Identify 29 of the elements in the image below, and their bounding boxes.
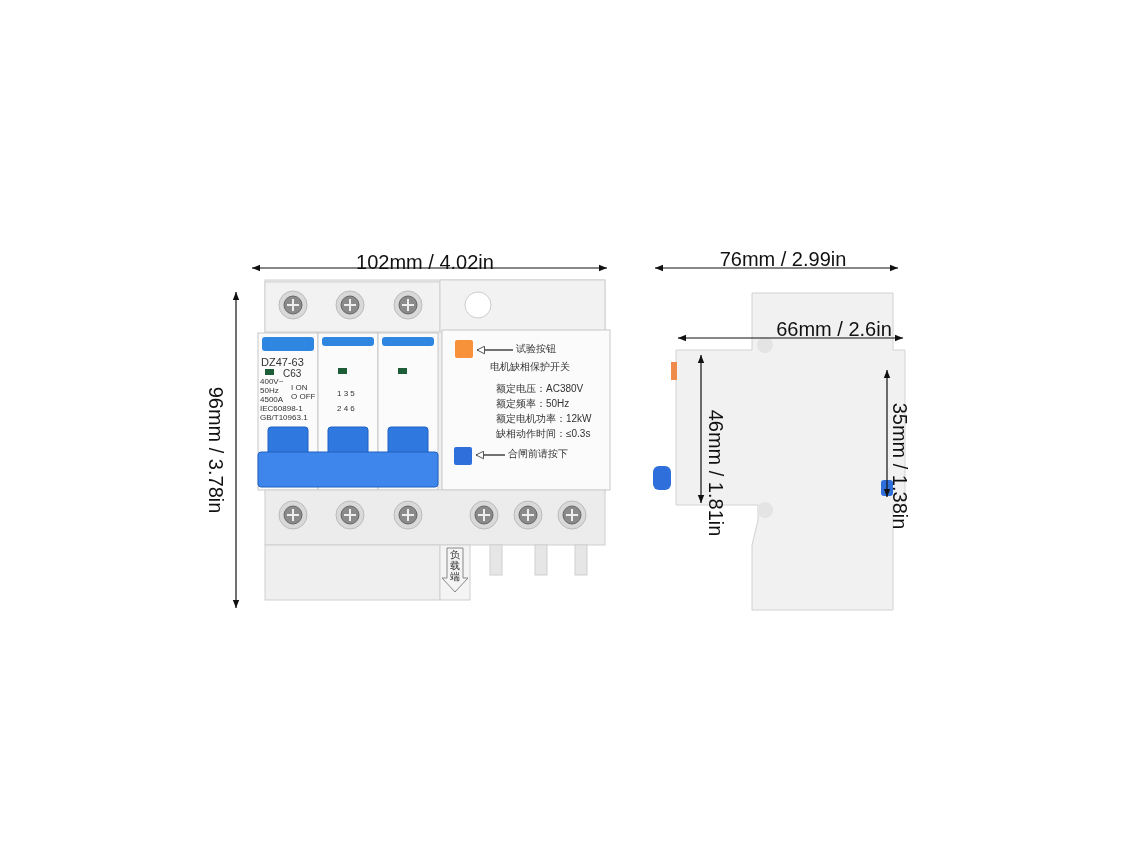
spec-text: 缺相动作时间：≤0.3s <box>496 428 591 439</box>
model-text: DZ47-63 <box>261 356 304 369</box>
switch-marking: O OFF <box>291 393 316 402</box>
callout-text: 合闸前请按下 <box>508 449 570 461</box>
dimension-label: 76mm / 2.99in <box>719 248 847 270</box>
arrow <box>476 345 514 355</box>
spec-text: 额定频率：50Hz <box>496 398 570 409</box>
callout-text: 试验按钮 <box>516 344 566 356</box>
product-title: 电机缺相保护开关 <box>490 361 570 372</box>
spec-text: 额定电机功率：12kW <box>496 413 592 424</box>
spec-text: 50Hz <box>260 387 279 396</box>
standard-text: GB/T10963.1 <box>260 414 308 423</box>
spec-text: 400V~ <box>260 378 284 387</box>
arrow <box>475 450 506 460</box>
rating-text: C63 <box>283 368 302 379</box>
dimension-label: 35mm / 1.38in <box>889 402 911 530</box>
spec-text: 4500A <box>260 396 284 405</box>
switch-marking: I ON <box>291 384 308 393</box>
reset-button <box>454 447 472 465</box>
dimension-label: 96mm / 3.78in <box>205 386 227 514</box>
test-button <box>455 340 473 358</box>
spec-text: 额定电压：AC380V <box>496 383 584 394</box>
terminal-number: 1 3 5 <box>337 390 355 399</box>
dimension-label: 46mm / 1.81in <box>705 409 727 537</box>
dimension-label: 66mm / 2.6in <box>776 318 892 340</box>
standard-text: IEC60898-1 <box>260 405 303 414</box>
terminal-number: 2 4 6 <box>337 405 355 414</box>
load-side-marking: 负载端 <box>450 549 460 582</box>
dimension-label: 102mm / 4.02in <box>356 251 494 273</box>
